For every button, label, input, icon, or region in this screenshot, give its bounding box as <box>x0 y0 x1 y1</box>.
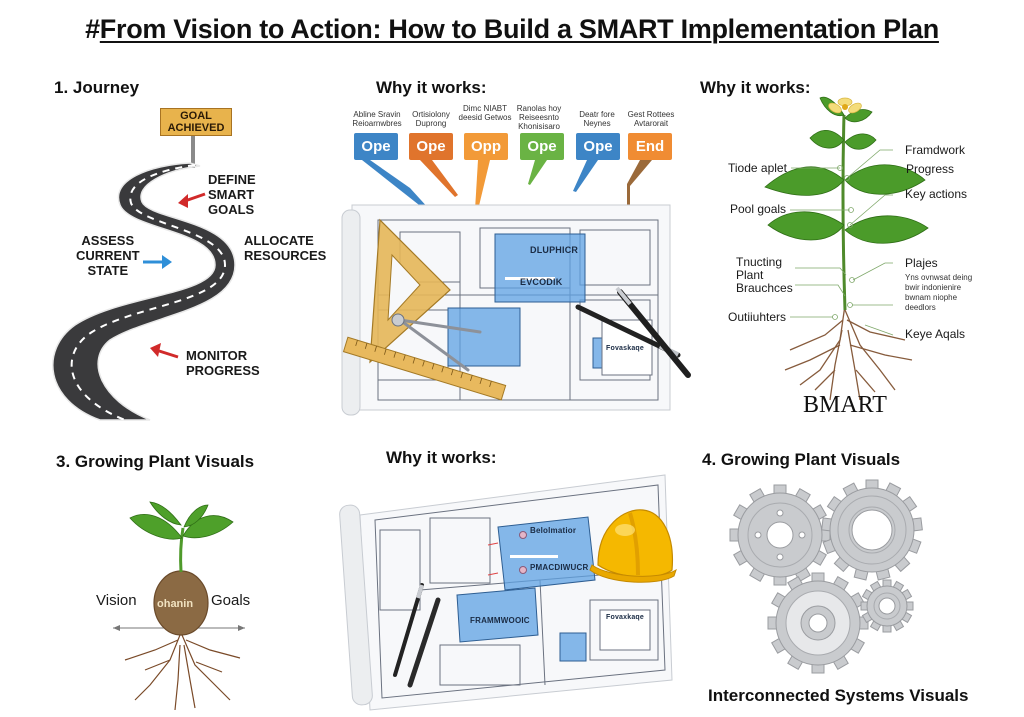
blueprint-label-3: Fovaskaqe <box>606 345 644 352</box>
callout-box-1: Ope <box>354 133 398 160</box>
plant-left-label-2: Pool goals <box>730 202 787 216</box>
callout-box-6: End <box>628 133 672 160</box>
blueprint-helmet-illustration <box>339 474 677 711</box>
seedling-label-goals: Goals <box>211 592 251 609</box>
blueprint-callouts-panel: Why it works: Abline Sravin Reioarnwbres… <box>340 70 691 430</box>
plant-diagram-heading: Why it works: <box>700 78 811 97</box>
blueprint-callouts-heading: Why it works: <box>376 78 487 97</box>
blueprint-helmet-label-2: PMACDIWUCR <box>530 563 589 572</box>
blueprint-label-2: EVCODIK <box>520 277 563 287</box>
plant-diagram-panel: Why it works: <box>690 70 1024 430</box>
goal-achieved-sign: GOAL ACHIEVED <box>160 108 232 136</box>
labeled-plant-illustration <box>764 96 929 401</box>
gears-caption: Interconnected Systems Visuals <box>708 686 969 705</box>
title-hash: # <box>85 14 100 44</box>
blueprint-helmet-heading: Why it works: <box>386 448 497 467</box>
callout-box-2: Ope <box>409 133 453 160</box>
callout-caption-2: Ortisiolony Duprong <box>412 110 450 128</box>
sign-line-2: ACHIEVED <box>167 122 225 134</box>
seedling-panel: 3. Growing Plant Visuals Vision <box>0 430 340 717</box>
blueprint-illustration <box>341 160 691 416</box>
plant-right-label-2: Progress <box>906 162 955 176</box>
callout-box-5: Ope <box>576 133 620 160</box>
seedling-illustration <box>113 501 245 711</box>
gears-heading: 4. Growing Plant Visuals <box>702 450 901 469</box>
plant-right-label-3: Key actions <box>905 187 968 201</box>
gears-panel: 4. Growing Plant Visuals <box>680 430 1024 717</box>
gear-icon <box>767 572 869 674</box>
blueprint-helmet-label-3: FRAMMWOOIC <box>470 616 530 625</box>
seedling-heading: 3. Growing Plant Visuals <box>56 452 255 471</box>
plant-left-label-1: Tiode aplet <box>728 161 787 175</box>
arrow-monitor-icon <box>150 343 179 359</box>
callout-box-3: Opp <box>464 133 508 160</box>
plant-left-label-4: Outiiuhters <box>728 310 787 324</box>
sign-line-1: GOAL <box>180 110 212 122</box>
callout-caption-6: Gest Rottees Avtarorait <box>627 110 675 128</box>
page-title: #From Vision to Action: How to Build a S… <box>0 14 1024 45</box>
arrow-define-icon <box>178 192 206 208</box>
gear-icon <box>729 484 831 586</box>
seedling-label-center: ohanin <box>157 598 194 610</box>
callout-caption-3: Dimc NIABT deesid Getwos <box>458 104 512 122</box>
plant-right-label-4: Plajes <box>905 256 938 270</box>
gear-icon <box>821 479 923 581</box>
blueprint-helmet-label-4: Fovaxkaqe <box>606 614 644 621</box>
blueprint-helmet-panel: Why it works: Belolma <box>339 430 680 717</box>
gear-icon <box>860 579 914 633</box>
callout-box-4: Ope <box>520 133 564 160</box>
interconnected-gears-illustration <box>729 479 923 674</box>
plant-right-label-1: Framdwork <box>905 143 966 157</box>
plant-right-label-5: Keye Aqals <box>905 327 966 341</box>
plant-footer-text: BMART <box>803 392 887 418</box>
title-text: From Vision to Action: How to Build a SM… <box>99 14 939 44</box>
arrow-assess-icon <box>143 255 172 269</box>
callout-caption-5: Deatr fore Neynes <box>579 110 615 128</box>
callout-caption-4: Ranolas hoy Reiseesnto Khonisisaro <box>516 104 562 131</box>
blueprint-label-1: DLUPHICR <box>530 245 579 255</box>
journey-heading: 1. Journey <box>54 78 140 97</box>
seedling-label-vision: Vision <box>96 592 137 609</box>
winding-road-illustration <box>52 110 236 421</box>
blueprint-helmet-label-1: Belolmatior <box>530 526 577 535</box>
callout-caption-1: Abline Sravin Reioarnwbres <box>352 110 402 128</box>
